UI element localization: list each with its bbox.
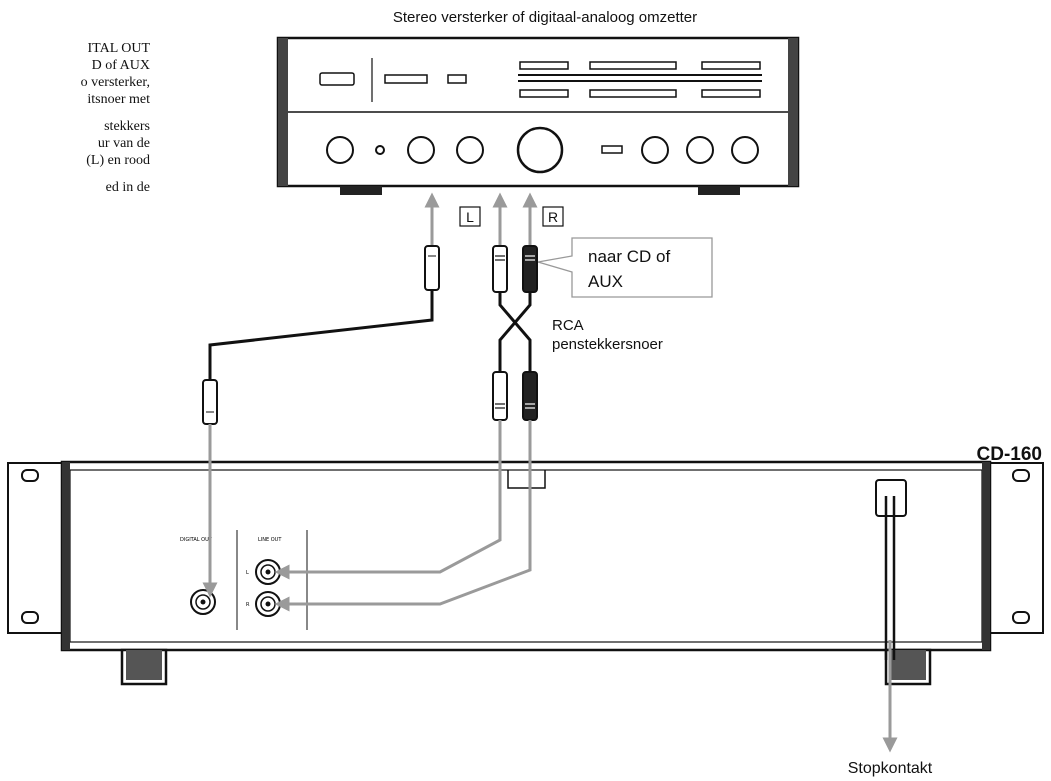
channel-label-r: R <box>542 206 564 227</box>
amp-knob-icon <box>686 136 714 164</box>
side-text-line: ITAL OUT <box>87 41 150 56</box>
amp-foot <box>340 186 382 195</box>
rca-plug-icon <box>492 371 508 421</box>
amp-jack-icon <box>375 145 385 155</box>
rca-plug-icon <box>492 245 508 293</box>
amp-knob-icon <box>456 136 484 164</box>
callout-line-1: naar CD of <box>588 247 670 266</box>
jack-label-l: L <box>246 570 249 576</box>
power-cable <box>884 496 896 660</box>
rca-cable <box>492 245 538 421</box>
side-text-line: ur van de <box>97 136 150 151</box>
callout-line-2: AUX <box>588 272 623 291</box>
side-text-line: (L) en rood <box>86 153 150 168</box>
side-text-line: D of AUX <box>91 58 150 73</box>
jack-label-r: R <box>246 602 250 608</box>
rack-hole-icon <box>1012 469 1030 482</box>
callout-box: naar CD of AUX <box>537 237 713 298</box>
rack-ear-left <box>7 462 69 634</box>
digital-out-jack-icon <box>190 589 216 615</box>
side-text-line: ed in de <box>105 180 150 195</box>
arrow-left-icon <box>274 420 502 580</box>
cable-label-line-2: penstekkersnoer <box>552 336 663 353</box>
side-instructions: ITAL OUT D of AUX o versterker, itsnoer … <box>0 40 150 196</box>
amplifier-side-panel-left <box>278 38 288 186</box>
rack-hole-icon <box>1012 611 1030 624</box>
amp-foot <box>698 186 740 195</box>
amplifier-side-panel-right <box>788 38 798 186</box>
side-text-line: o versterker, <box>80 75 150 90</box>
arrow-left-icon <box>274 420 532 612</box>
rack-hole-icon <box>21 469 39 482</box>
amp-indicator-bars <box>519 61 761 98</box>
amp-slot-icon <box>447 74 467 84</box>
amplifier-title: Stereo versterker of digitaal-analoog om… <box>393 9 697 26</box>
amp-knob-icon <box>641 136 669 164</box>
channel-label-l: L <box>459 206 481 227</box>
svg-text:R: R <box>548 209 558 225</box>
amplifier <box>276 36 800 195</box>
cd-player: DIGITAL OUT LINE OUT L R <box>7 460 1044 686</box>
coax-plug-icon <box>202 379 218 425</box>
side-text-line: itsnoer met <box>87 92 150 107</box>
amp-display-icon <box>319 72 355 86</box>
amp-knob-icon <box>407 136 435 164</box>
side-text-line: stekkers <box>104 119 150 134</box>
digital-cable <box>202 245 440 425</box>
power-outlet-label: Stopkontakt <box>848 760 933 777</box>
line-out-jack-r-icon <box>255 591 281 617</box>
power-cable-grommet <box>875 479 907 517</box>
coax-plug-icon <box>424 245 440 291</box>
cable-label-line-1: RCA <box>552 317 584 334</box>
amp-volume-knob-icon <box>516 126 564 174</box>
rack-ear-right <box>982 462 1044 634</box>
amp-slot-icon <box>384 74 428 84</box>
line-out-jack-l-icon <box>255 559 281 585</box>
rca-plug-icon <box>522 371 538 421</box>
svg-text:L: L <box>466 209 474 225</box>
signal-paths <box>202 420 898 753</box>
signal-arrows <box>424 192 538 245</box>
cd-model-label: CD-160 <box>977 444 1042 465</box>
rca-plug-icon <box>522 245 538 293</box>
amp-knob-icon <box>326 136 354 164</box>
digital-out-label: DIGITAL OUT <box>180 537 213 543</box>
amp-slot-icon <box>601 145 623 154</box>
line-out-label: LINE OUT <box>258 537 282 543</box>
rack-hole-icon <box>21 611 39 624</box>
amp-knob-icon <box>731 136 759 164</box>
